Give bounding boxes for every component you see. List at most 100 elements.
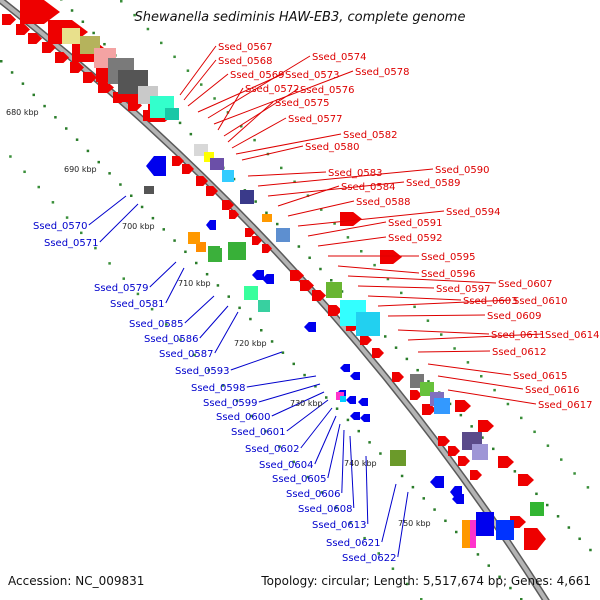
reverse-gene-label: Ssed_0570 [33, 221, 88, 232]
tick-dot [151, 216, 155, 220]
forward-gene-label: Ssed_0614 [545, 330, 600, 341]
tick-dot [306, 475, 310, 479]
tick-dot [535, 492, 538, 496]
tick-dot [195, 261, 198, 265]
reverse-gene-arrow [252, 270, 264, 280]
forward-gene-arrow [524, 528, 546, 550]
tick-dot [427, 380, 430, 383]
tick-dot [86, 149, 90, 153]
tick-dot [70, 9, 74, 12]
reverse-label-leader [149, 261, 177, 288]
forward-gene-arrow [196, 176, 208, 186]
tick-dot [513, 470, 517, 473]
reverse-label-leader [365, 455, 369, 525]
tick-dot [249, 317, 252, 321]
forward-gene-arrow [222, 200, 234, 210]
tick-dot [130, 194, 133, 197]
reverse-gene-label: Ssed_0621 [326, 538, 381, 549]
tick-dot [150, 307, 154, 311]
reverse-gene-arrow [430, 476, 444, 488]
forward-gene-label: Ssed_0594 [446, 207, 501, 218]
tick-dot [433, 508, 436, 511]
tick-dot [405, 582, 409, 586]
forward-gene-arrow [312, 290, 326, 301]
reverse-label-leader [349, 435, 355, 509]
tick-dot [80, 231, 83, 235]
reverse-label-leader [271, 391, 325, 417]
tick-dot [333, 222, 336, 225]
tick-dot [54, 116, 57, 119]
tick-dot [51, 201, 55, 204]
forward-gene-label: Ssed_0615 [513, 371, 568, 382]
tick-dot [319, 267, 322, 271]
label-leader-lines [88, 45, 544, 558]
forward-gene-arrow [360, 335, 372, 345]
gene-feature-box [434, 398, 450, 414]
forward-gene-label: Ssed_0575 [275, 98, 330, 109]
reverse-label-leader [300, 407, 333, 449]
tick-dot [200, 83, 203, 86]
forward-gene-label: Ssed_0590 [435, 165, 490, 176]
accession-label: Accession: NC_009831 [8, 574, 145, 588]
gene-feature-box [496, 520, 514, 540]
forward-gene-label: Ssed_0577 [288, 114, 343, 125]
forward-gene-arrow [290, 270, 304, 281]
forward-gene-arrow [518, 474, 534, 486]
tick-dot [32, 93, 35, 97]
tick-dot [178, 121, 182, 125]
forward-gene-label: Ssed_0576 [300, 85, 355, 96]
forward-gene-arrow [42, 42, 56, 53]
tick-dot [346, 418, 350, 422]
reverse-label-leader [184, 295, 215, 324]
forward-gene-arrow [262, 244, 272, 253]
reverse-gene-label: Ssed_0571 [44, 238, 99, 249]
forward-gene-label: Ssed_0609 [487, 311, 542, 322]
reverse-label-leader [314, 415, 337, 465]
tick-dot [386, 277, 390, 281]
forward-label-leader [213, 70, 354, 125]
gene-feature-box [204, 152, 214, 162]
tick-dot [297, 245, 301, 248]
gene-feature-box [530, 502, 544, 516]
tick-dot [335, 506, 338, 509]
tick-dot [265, 211, 268, 215]
tick-dot [520, 416, 523, 420]
forward-label-leader [437, 375, 524, 390]
tick-dot [567, 526, 571, 529]
gene-feature-box [165, 108, 179, 120]
forward-gene-label: Ssed_0596 [421, 269, 476, 280]
forward-gene-label: Ssed_0603 [463, 296, 518, 307]
tick-dot [589, 548, 592, 552]
tick-dot [253, 138, 256, 142]
forward-gene-arrow [340, 212, 362, 226]
tick-dot [227, 295, 230, 298]
forward-gene-label: Ssed_0568 [218, 56, 273, 67]
tick-dot [216, 284, 220, 287]
forward-gene-arrow [182, 164, 194, 174]
tick-dot [346, 236, 350, 239]
forward-gene-label: Ssed_0607 [498, 279, 553, 290]
tick-dot [173, 239, 176, 242]
scale-label: 680 kbp [6, 108, 39, 117]
tick-dot [426, 319, 430, 322]
forward-gene-arrow [392, 372, 404, 382]
forward-gene-label: Ssed_0589 [406, 178, 461, 189]
reverse-gene-arrow [358, 398, 368, 406]
reverse-gene-label: Ssed_0605 [272, 474, 327, 485]
tick-dot [416, 368, 419, 372]
forward-label-leader [227, 101, 274, 143]
tick-dot [293, 180, 296, 184]
tick-dot [60, 0, 63, 1]
forward-label-leader [347, 275, 497, 284]
forward-gene-label: Ssed_0584 [341, 182, 396, 193]
tick-dot [120, 0, 123, 3]
gene-feature-box [144, 186, 154, 194]
gene-feature-box [228, 242, 246, 260]
tick-dot [470, 425, 473, 428]
tick-dot [184, 250, 187, 254]
forward-gene-arrow [206, 186, 218, 196]
tick-dot [37, 185, 40, 189]
forward-gene-label: Ssed_0610 [513, 296, 568, 307]
gene-feature-box [340, 396, 346, 402]
